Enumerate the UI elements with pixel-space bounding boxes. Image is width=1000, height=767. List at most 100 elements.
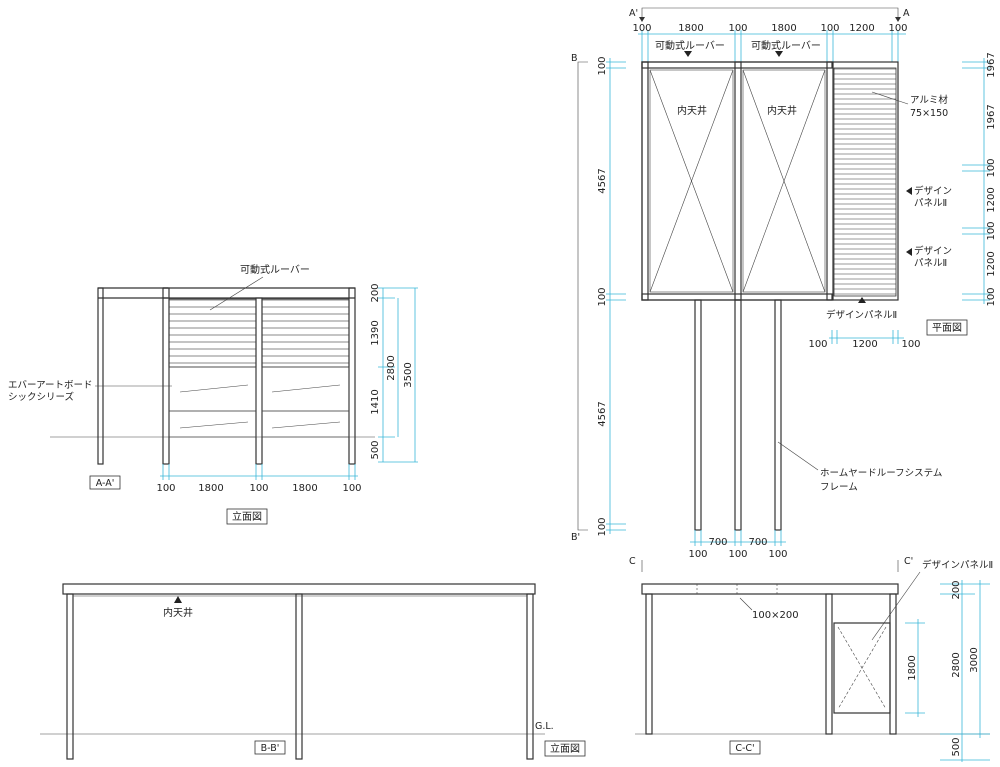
svg-text:100: 100 bbox=[986, 221, 997, 240]
arrow-board-3 bbox=[271, 384, 341, 393]
post-far-left bbox=[97, 287, 104, 465]
dim-a-w-4: 1800 bbox=[292, 483, 317, 494]
dim-a-h-1390: 1390 bbox=[370, 320, 381, 345]
svg-text:C': C' bbox=[904, 556, 913, 567]
post-b-3 bbox=[526, 593, 534, 760]
elevation-c-view: C C' 100×200 デザインパネルⅡ 1800 200 2800 3000… bbox=[629, 556, 993, 762]
dim-p-left-5: 100 bbox=[597, 517, 608, 536]
svg-text:100: 100 bbox=[688, 549, 707, 560]
svg-text:100: 100 bbox=[986, 287, 997, 306]
post-plan-3 bbox=[774, 299, 782, 531]
dim-p-left-1: 100 bbox=[597, 56, 608, 75]
title-elevation-1: 立面図 bbox=[232, 510, 262, 523]
dim-a-w-2: 1800 bbox=[198, 483, 223, 494]
dim-p-top-7: 100 bbox=[888, 23, 907, 34]
arrow-board-2 bbox=[179, 421, 249, 429]
arrow-board-1 bbox=[179, 384, 249, 393]
svg-text:1967: 1967 bbox=[986, 52, 997, 77]
board-left-lower bbox=[168, 410, 257, 438]
ceiling-panel-right bbox=[742, 69, 826, 293]
post-b-1 bbox=[66, 593, 74, 760]
label-louver-p1: 可動式ルーバー bbox=[655, 39, 725, 52]
svg-text:パネルⅡ: パネルⅡ bbox=[914, 258, 947, 269]
ceiling-panel-left bbox=[649, 69, 734, 293]
dim-p-top-6: 1200 bbox=[849, 23, 874, 34]
label-inner-ceiling-b: 内天井 bbox=[163, 606, 193, 619]
svg-text:パネルⅡ: パネルⅡ bbox=[914, 198, 947, 209]
label-ever-art-2: シックシリーズ bbox=[8, 391, 75, 403]
label-ever-art-1: エバーアートボード bbox=[8, 380, 93, 391]
label-louver-p2: 可動式ルーバー bbox=[751, 39, 821, 52]
svg-text:200: 200 bbox=[951, 580, 962, 599]
dim-a-h-1410: 1410 bbox=[370, 389, 381, 414]
marker-inner-ceiling-b bbox=[174, 596, 182, 603]
leader-louver-a bbox=[209, 276, 264, 311]
post-left bbox=[162, 287, 170, 465]
dim-p-left-2: 4567 bbox=[597, 168, 608, 193]
arrow-board-4 bbox=[271, 421, 341, 429]
dim-p-left-4: 4567 bbox=[597, 401, 608, 426]
title-elevation-2: 立面図 bbox=[550, 742, 580, 755]
dim-a-w-5: 100 bbox=[342, 483, 361, 494]
svg-text:700: 700 bbox=[748, 537, 767, 548]
dim-a-h-2800: 2800 bbox=[386, 355, 397, 380]
post-c-1 bbox=[645, 593, 653, 735]
post-right bbox=[348, 287, 356, 465]
elevation-b-view: 内天井 G.L. B-B' 立面図 bbox=[40, 583, 586, 760]
beam-b bbox=[62, 583, 536, 595]
dim-p-top-5: 100 bbox=[820, 23, 839, 34]
louver-panel-right bbox=[261, 298, 350, 368]
post-plan-2 bbox=[734, 299, 742, 531]
label-alu-size: 75×150 bbox=[910, 108, 948, 119]
mark-a: A bbox=[903, 8, 910, 19]
svg-text:1800: 1800 bbox=[907, 655, 918, 680]
dim-p-top-3: 100 bbox=[728, 23, 747, 34]
post-c-2 bbox=[825, 593, 833, 735]
label-alu: アルミ材 bbox=[910, 94, 948, 106]
label-louver-a: 可動式ルーバー bbox=[240, 263, 310, 276]
svg-text:100: 100 bbox=[728, 549, 747, 560]
plan-view: A' A 100 1800 100 1800 100 1200 100 可動式ル… bbox=[571, 7, 997, 560]
beam-c bbox=[641, 583, 899, 595]
mark-b: B bbox=[571, 53, 578, 64]
louver-panel-left bbox=[168, 298, 257, 368]
svg-text:デザイン: デザイン bbox=[914, 245, 952, 257]
dim-p-top-4: 1800 bbox=[771, 23, 796, 34]
dim-a-w-1: 100 bbox=[156, 483, 175, 494]
dim-p-left-3: 100 bbox=[597, 287, 608, 306]
tag-a-a: A-A' bbox=[96, 478, 115, 489]
design-panel-c bbox=[833, 622, 891, 714]
dim-a-h-200: 200 bbox=[370, 283, 381, 302]
svg-text:デザイン: デザイン bbox=[914, 185, 952, 197]
elevation-a-view: 可動式ルーバー エバーアートボード シックシリーズ 200 1390 1410 … bbox=[8, 263, 418, 525]
svg-text:100: 100 bbox=[768, 549, 787, 560]
svg-text:1200: 1200 bbox=[986, 187, 997, 212]
svg-text:100: 100 bbox=[808, 339, 827, 350]
label-design-panel-c: デザインパネルⅡ bbox=[922, 559, 993, 571]
board-right-lower bbox=[261, 410, 350, 438]
dim-a-h-3500: 3500 bbox=[403, 362, 414, 387]
board-left-upper bbox=[168, 366, 257, 412]
mark-b-prime: B' bbox=[571, 532, 580, 543]
post-b-2 bbox=[295, 593, 303, 760]
svg-text:1200: 1200 bbox=[852, 339, 877, 350]
dim-p-top-1: 100 bbox=[632, 23, 651, 34]
svg-text:C: C bbox=[629, 556, 636, 567]
label-design-panel-bottom: デザインパネルⅡ bbox=[826, 309, 897, 321]
svg-text:2800: 2800 bbox=[951, 652, 962, 677]
label-frame-2: フレーム bbox=[820, 482, 858, 493]
post-middle bbox=[255, 297, 263, 465]
aluminum-slats bbox=[833, 67, 897, 297]
svg-text:3000: 3000 bbox=[969, 647, 980, 672]
tag-c-c: C-C' bbox=[735, 743, 754, 754]
label-frame-1: ホームヤードルーフシステム bbox=[820, 468, 942, 479]
svg-text:1967: 1967 bbox=[986, 104, 997, 129]
svg-text:100: 100 bbox=[986, 158, 997, 177]
post-c-3 bbox=[889, 593, 897, 735]
svg-text:1200: 1200 bbox=[986, 251, 997, 276]
post-plan-1 bbox=[694, 299, 702, 531]
svg-text:700: 700 bbox=[708, 537, 727, 548]
svg-text:500: 500 bbox=[951, 737, 962, 756]
label-inner-ceiling-p1: 内天井 bbox=[677, 104, 707, 117]
